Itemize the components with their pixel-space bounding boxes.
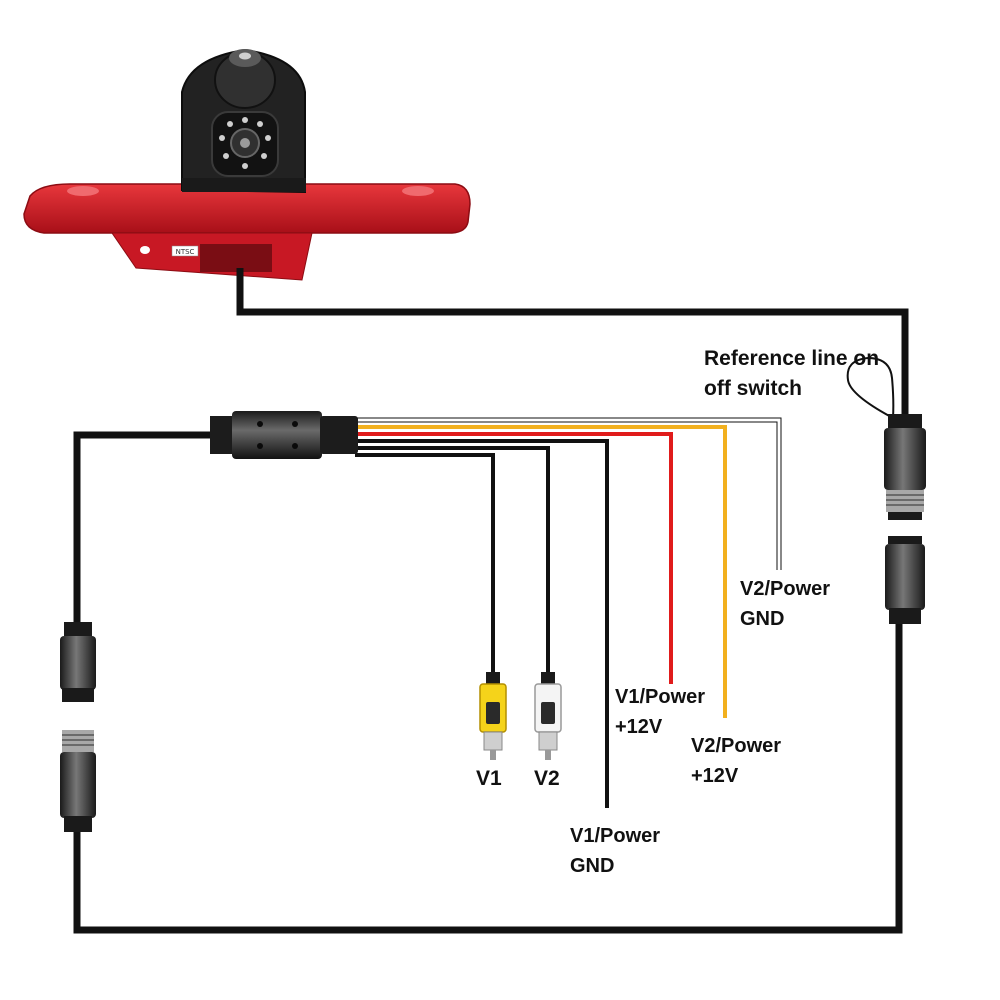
extension-cable-bottom bbox=[73, 615, 903, 934]
rca-v2-strain bbox=[541, 672, 555, 686]
rca-v1-shell bbox=[483, 731, 503, 751]
wire-v2-power-12v bbox=[355, 425, 727, 718]
connector-left-top-tail bbox=[64, 622, 92, 638]
label-v1-video: V1 bbox=[476, 767, 502, 790]
aviation-4pin-connector-icon bbox=[885, 536, 925, 624]
connector-right-top-tail bbox=[888, 414, 922, 430]
connector-right-bottom-tail bbox=[889, 608, 921, 624]
harness-boot-head bbox=[320, 416, 358, 454]
connector-right-top-thread bbox=[886, 490, 924, 512]
harness-boot-rivets bbox=[257, 421, 298, 449]
label-v2-video: V2 bbox=[534, 767, 560, 790]
housing-base bbox=[182, 178, 306, 192]
wire-v1-power-gnd bbox=[355, 439, 609, 808]
wire-v2-video bbox=[355, 446, 550, 676]
wire-v1-video bbox=[355, 453, 495, 676]
ntsc-sticker bbox=[171, 245, 199, 257]
rca-v2-shell bbox=[538, 731, 558, 751]
rca-plug-icon bbox=[534, 672, 562, 760]
label-v1-power-gnd: V1/Power GND bbox=[570, 825, 661, 877]
harness-boot-body bbox=[232, 411, 322, 459]
label-v2-power-gnd: V2/Power GND bbox=[740, 578, 831, 630]
rca-plug-icon bbox=[479, 672, 507, 760]
ir-leds bbox=[219, 117, 271, 169]
label-v2-power-12v: V2/Power +12V bbox=[691, 735, 782, 787]
connector-left-bottom-tail bbox=[64, 816, 92, 832]
bracket-opening bbox=[200, 244, 272, 272]
connector-left-bottom-thread bbox=[62, 730, 94, 752]
aviation-4pin-connector-icon bbox=[60, 730, 96, 832]
harness-cable-left bbox=[73, 431, 212, 627]
rca-v1-strain bbox=[486, 672, 500, 686]
connector-left-bottom-grooves bbox=[62, 734, 94, 746]
camera-cable-to-connector bbox=[236, 268, 909, 418]
connector-right-top-body bbox=[884, 428, 926, 490]
label-reference-line: Reference line on off switch bbox=[704, 347, 880, 400]
rca-v2-pin bbox=[545, 750, 551, 760]
aviation-4pin-connector-icon bbox=[60, 622, 96, 702]
connector-right-top-grooves bbox=[886, 494, 924, 506]
rca-v2-grip bbox=[541, 702, 555, 724]
harness-boot-tail bbox=[210, 416, 236, 454]
light-bar-screw bbox=[67, 186, 99, 196]
camera-cable bbox=[73, 268, 909, 934]
harness-boot bbox=[210, 411, 358, 459]
brake-light-camera-icon: NTSC bbox=[23, 48, 471, 281]
connector-right-bottom-body bbox=[885, 544, 925, 610]
connector-left-bottom-body bbox=[60, 752, 96, 818]
connector-right-bottom-tip bbox=[888, 536, 922, 544]
connector-left-top-body bbox=[60, 636, 96, 690]
rca-v1-grip bbox=[486, 702, 500, 724]
light-bar-screw bbox=[402, 186, 434, 196]
lens-glint bbox=[240, 138, 250, 148]
rca-v1-pin bbox=[490, 750, 496, 760]
light-bar bbox=[23, 183, 471, 234]
ntsc-text: NTSC bbox=[176, 248, 195, 256]
connector-left-top-tip bbox=[62, 688, 94, 702]
breakout-wires bbox=[355, 417, 782, 808]
wire-v2-power-gnd bbox=[355, 418, 781, 570]
bracket-led bbox=[140, 246, 150, 254]
wire-v1-power-12v bbox=[355, 432, 673, 684]
aviation-4pin-connector-icon bbox=[884, 414, 926, 520]
dome-lens-glint bbox=[239, 52, 251, 60]
connector-right-top-tip bbox=[888, 512, 922, 520]
label-v1-power-12v: V1/Power +12V bbox=[615, 686, 706, 738]
reference-line-loop bbox=[846, 356, 895, 419]
